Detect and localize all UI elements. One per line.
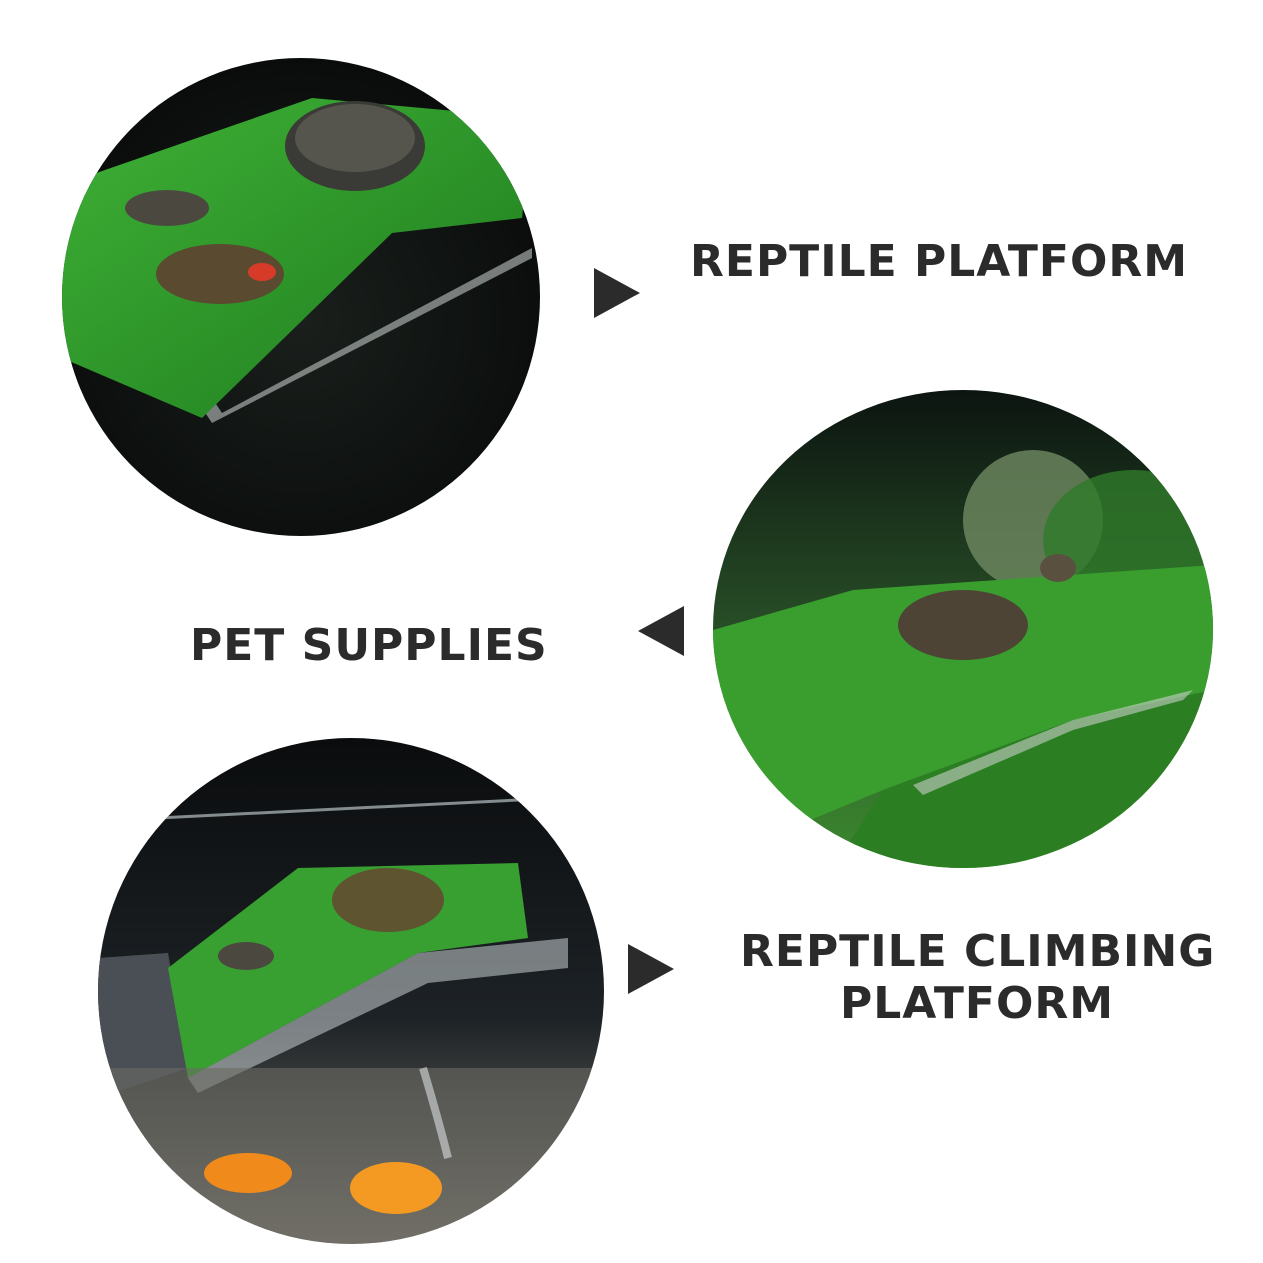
photo-pet-supplies [713, 390, 1213, 868]
photo-reptile-climbing-platform-art [98, 738, 604, 1244]
label-pet-supplies: PET SUPPLIES [190, 620, 548, 671]
label-platform: PLATFORM [840, 978, 1115, 1029]
label-reptile-climbing: REPTILE CLIMBING [740, 926, 1216, 977]
photo-pet-supplies-art [713, 390, 1213, 868]
photo-reptile-platform-art [62, 58, 540, 536]
photo-reptile-climbing-platform [98, 738, 604, 1244]
photo-reptile-platform [62, 58, 540, 536]
arrow-right-icon [594, 268, 640, 318]
arrow-left-icon [638, 606, 684, 656]
label-reptile-platform: REPTILE PLATFORM [690, 236, 1189, 287]
arrow-right-icon [628, 944, 674, 994]
